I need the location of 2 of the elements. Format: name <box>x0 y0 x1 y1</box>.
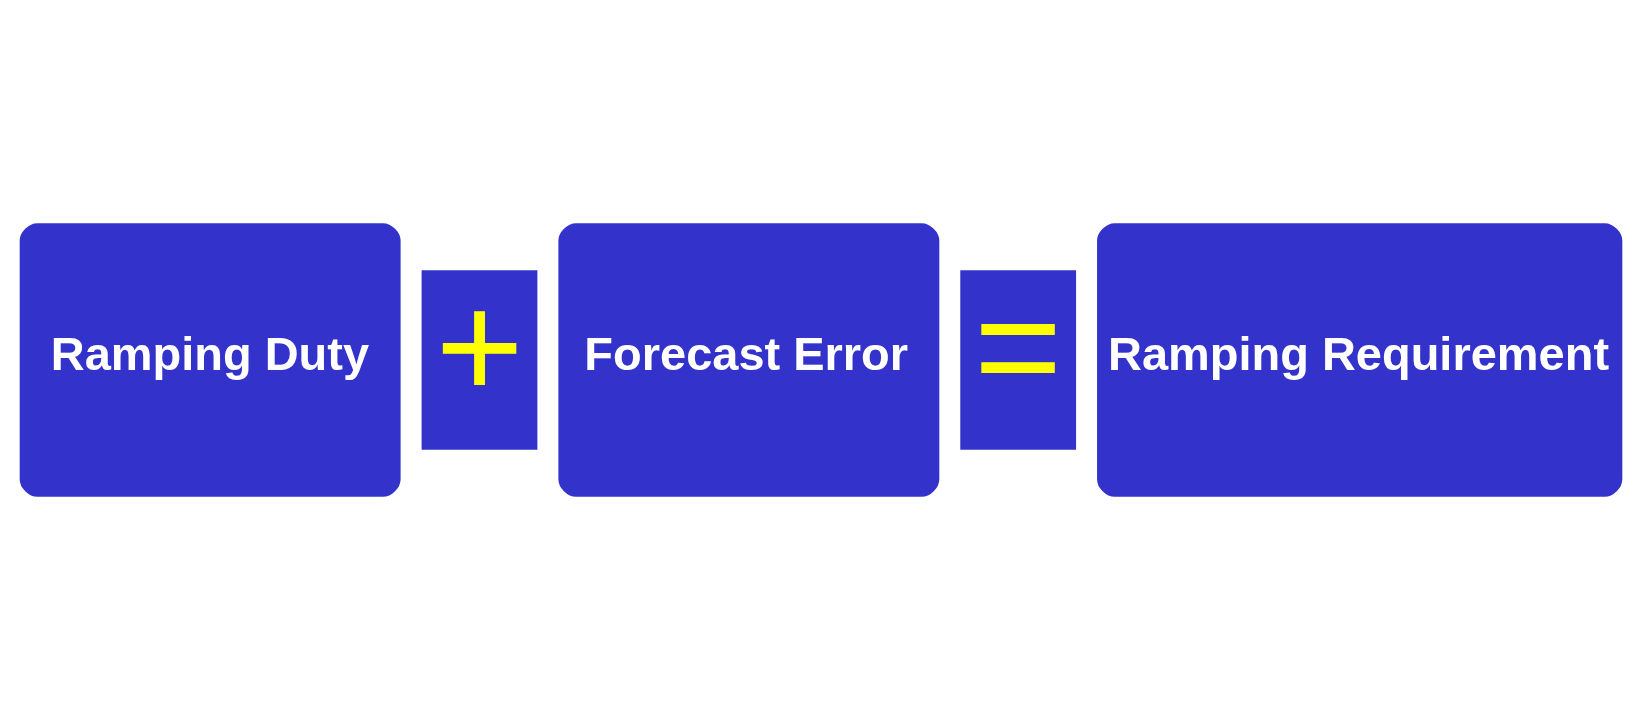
label: = <box>974 260 1063 430</box>
label: + <box>435 260 524 430</box>
